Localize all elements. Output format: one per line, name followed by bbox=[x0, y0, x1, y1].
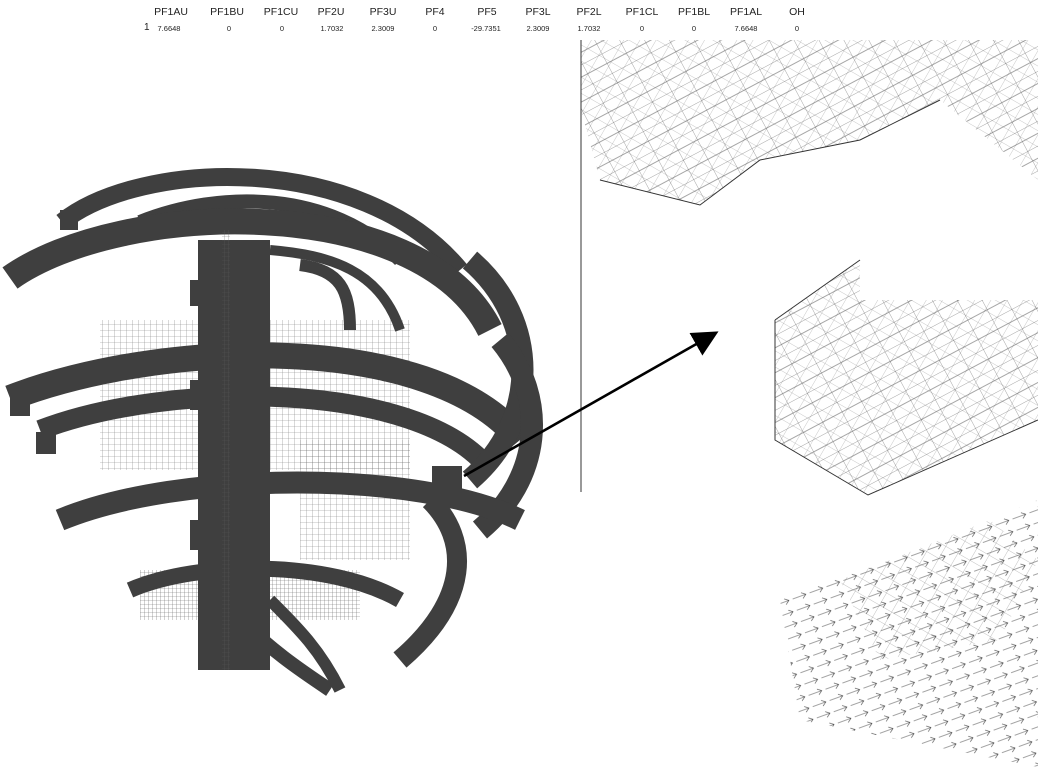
col-value: 1.7032 bbox=[577, 24, 601, 33]
col-header: PF1CU bbox=[263, 6, 299, 18]
zoom-arrow bbox=[463, 331, 719, 478]
col-header: PF3L bbox=[525, 6, 551, 18]
col-value: 0 bbox=[639, 24, 645, 33]
coil-end-caps bbox=[10, 210, 462, 494]
col-value: 0 bbox=[691, 24, 697, 33]
col-value: 2.3009 bbox=[526, 24, 550, 33]
col-value: 0 bbox=[794, 24, 800, 33]
col-value: 0 bbox=[279, 24, 285, 33]
col-value: 2.3009 bbox=[371, 24, 395, 33]
col-header: PF2U bbox=[317, 6, 345, 18]
central-solenoid bbox=[190, 230, 270, 670]
col-header: PF5 bbox=[477, 6, 497, 18]
col-header: PF2L bbox=[576, 6, 602, 18]
col-value: 0 bbox=[226, 24, 232, 33]
vector-field-view bbox=[780, 500, 1038, 767]
col-value: 0 bbox=[432, 24, 438, 33]
zoomed-mesh-view bbox=[580, 40, 1038, 496]
col-value: 7.6648 bbox=[734, 24, 758, 33]
col-header: PF4 bbox=[425, 6, 445, 18]
col-header: OH bbox=[789, 6, 805, 18]
col-header: PF1CL bbox=[625, 6, 659, 18]
col-value: 7.6648 bbox=[157, 24, 181, 33]
col-header: PF1AU bbox=[154, 6, 188, 18]
row-index: 1 bbox=[144, 22, 150, 33]
col-value: 1.7032 bbox=[320, 24, 344, 33]
col-header: PF3U bbox=[369, 6, 397, 18]
col-value: -29.7351 bbox=[471, 24, 501, 33]
col-header: PF1BL bbox=[677, 6, 711, 18]
col-header: PF1AL bbox=[729, 6, 763, 18]
col-header: PF1BU bbox=[210, 6, 244, 18]
